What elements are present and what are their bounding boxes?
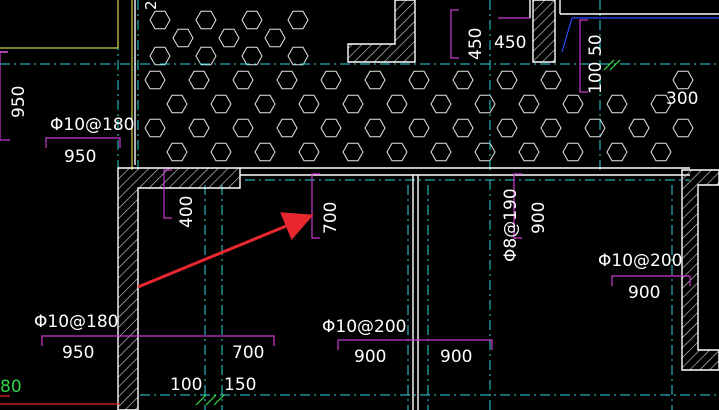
hexagon-cell [364, 118, 386, 138]
hexagon-cell [276, 118, 298, 138]
hexagon-cell [518, 94, 540, 114]
hexagon-cell [386, 94, 408, 114]
dimension-labels: 950 Φ10@180 950 450 450 50 100 300 400 7… [0, 0, 698, 397]
label-e: 450 [494, 33, 526, 53]
hexagon-cell [298, 94, 320, 114]
label-i: 400 [177, 196, 197, 228]
hexagon-cell [195, 46, 217, 66]
hexagon-cell [342, 142, 364, 162]
hexagon-cell [264, 28, 286, 48]
leader-lines-yellow [0, 0, 133, 170]
hexagon-cell [232, 70, 254, 90]
label-t: 900 [440, 347, 472, 367]
hexagon-cell [144, 118, 166, 138]
hexagon-cell [166, 94, 188, 114]
hexagon-cell [584, 118, 606, 138]
dimension-lines [0, 9, 691, 350]
hexagon-cell [540, 118, 562, 138]
hexagon-cell [430, 94, 452, 114]
label-d: 450 [466, 28, 486, 60]
hexagon-cell [188, 70, 210, 90]
label-n: 900 [628, 283, 660, 303]
hexagon-cell [364, 70, 386, 90]
label-a: 950 [9, 86, 29, 118]
hexagon-cell [386, 142, 408, 162]
hexagon-cell [254, 94, 276, 114]
hexagon-cell [342, 94, 364, 114]
label-j: 700 [321, 202, 341, 234]
label-v: 150 [224, 375, 256, 395]
hexagon-cell [540, 70, 562, 90]
hexagon-cell [276, 70, 298, 90]
hexagon-cell [149, 46, 171, 66]
label-b: Φ10@180 [50, 115, 134, 135]
label-p: 950 [62, 343, 94, 363]
hexagon-cell [254, 142, 276, 162]
hexagon-cell [195, 10, 217, 30]
hexagon-cell [606, 142, 628, 162]
hexagon-cell [149, 10, 171, 30]
hexagon-cell [210, 142, 232, 162]
slab-hexagon-pattern [144, 10, 694, 162]
hexagon-cell [496, 70, 518, 90]
hexagon-cell [452, 70, 474, 90]
hexagon-cell [452, 118, 474, 138]
hexagon-cell [650, 94, 672, 114]
hexagon-cell [408, 70, 430, 90]
label-k: Φ8@190 [501, 188, 521, 262]
hexagon-cell [188, 118, 210, 138]
hexagon-cell [562, 142, 584, 162]
hexagon-cell [320, 70, 342, 90]
hexagon-cell [408, 118, 430, 138]
hexagon-cell [320, 118, 342, 138]
label-q: 700 [232, 343, 264, 363]
hexagon-cell [628, 118, 650, 138]
label-x: 2 [142, 0, 160, 10]
hexagon-cell [210, 94, 232, 114]
hexagon-cell [144, 70, 166, 90]
hexagon-cell [298, 142, 320, 162]
label-m: Φ10@200 [598, 251, 682, 271]
hexagon-cell [518, 142, 540, 162]
hexagon-cell [672, 70, 694, 90]
hexagon-cell [232, 118, 254, 138]
hexagon-cell [287, 46, 309, 66]
label-g: 100 [586, 62, 606, 94]
label-r: Φ10@200 [322, 317, 406, 337]
label-u: 100 [170, 375, 202, 395]
green-markers [0, 59, 621, 406]
blue-line [561, 17, 719, 53]
hexagon-cell [562, 94, 584, 114]
label-c: 950 [64, 147, 96, 167]
label-h: 300 [666, 89, 698, 109]
hexagon-cell [650, 142, 672, 162]
annotation-arrow-icon [137, 212, 314, 289]
hexagon-cell [287, 10, 309, 30]
label-l: 900 [529, 202, 549, 234]
hexagon-cell [606, 94, 628, 114]
hexagon-cell [672, 118, 694, 138]
hexagon-cell [496, 118, 518, 138]
label-w: 80 [0, 377, 22, 397]
label-s: 900 [354, 347, 386, 367]
hexagon-cell [430, 142, 452, 162]
hexagon-cell [241, 46, 263, 66]
label-o: Φ10@180 [34, 312, 118, 332]
hexagon-cell [166, 142, 188, 162]
hatched-walls [117, 0, 719, 410]
label-f: 50 [586, 34, 606, 56]
hexagon-cell [241, 10, 263, 30]
hexagon-cell [218, 28, 240, 48]
hexagon-cell [172, 28, 194, 48]
